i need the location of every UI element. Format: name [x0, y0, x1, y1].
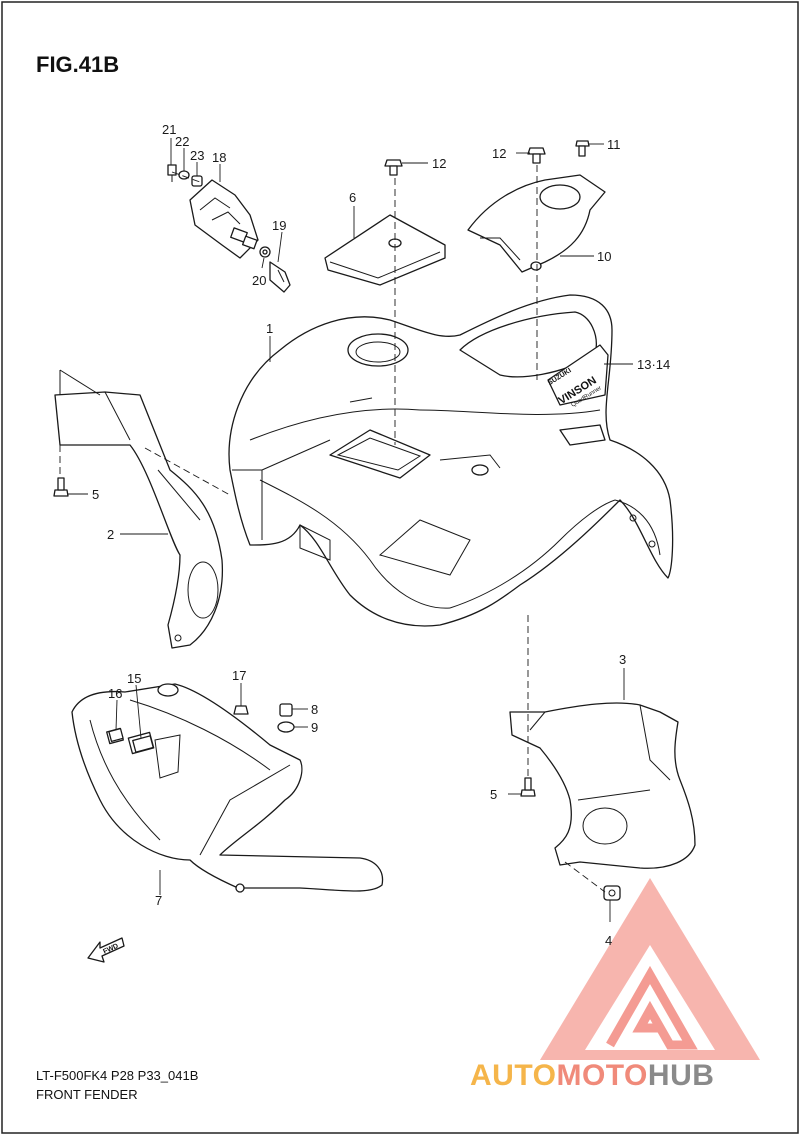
callout-10: 10	[597, 249, 611, 264]
callout-17: 17	[232, 668, 246, 683]
part-5-screw-left	[53, 477, 69, 497]
part-19-clip	[269, 261, 291, 293]
part-7-front-guard	[71, 683, 384, 893]
callout-20: 20	[252, 273, 266, 288]
part-12-screw-left	[384, 159, 403, 176]
part-8-collar	[279, 703, 293, 717]
callout-1: 1	[266, 321, 273, 336]
callout-13-14: 13·14	[637, 357, 670, 372]
callout-2: 2	[107, 527, 114, 542]
callout-12-right: 12	[492, 146, 506, 161]
part-9-grommet	[277, 721, 295, 733]
callout-19: 19	[272, 218, 286, 233]
callout-9: 9	[311, 720, 318, 735]
part-20-grommet	[259, 246, 271, 258]
part-16-clip	[108, 727, 124, 743]
watermark-part-hub: HUB	[648, 1059, 715, 1092]
fwd-arrow-icon: FWD	[87, 937, 125, 963]
callout-15: 15	[127, 671, 141, 686]
part-17-nut	[233, 705, 249, 715]
callout-leaders	[68, 138, 633, 922]
callout-22: 22	[175, 134, 189, 149]
part-5-screw-right	[520, 777, 536, 797]
part-1-front-fender	[228, 294, 674, 627]
callout-3: 3	[619, 652, 626, 667]
callout-18: 18	[212, 150, 226, 165]
callout-7: 7	[155, 893, 162, 908]
assembly-line-4	[564, 861, 606, 893]
fwd-arrow-text: FWD	[102, 943, 119, 956]
callout-11: 11	[607, 137, 621, 152]
watermark-wordmark: AUTOMOTOHUB	[470, 1059, 714, 1092]
callout-6: 6	[349, 190, 356, 205]
part-3-right-mudflap	[509, 702, 696, 869]
part-11-screw	[575, 140, 590, 157]
callout-8: 8	[311, 702, 318, 717]
figure-title: FIG.41B	[36, 52, 119, 77]
callout-4: 4	[605, 933, 612, 948]
callout-12-left: 12	[432, 156, 446, 171]
part-10-top-cover	[467, 174, 606, 273]
callout-5-right: 5	[490, 787, 497, 802]
model-code: LT-F500FK4 P28 P33_041B	[36, 1068, 198, 1083]
figure-caption: FRONT FENDER	[36, 1087, 138, 1102]
part-12-screw-right	[527, 147, 546, 164]
part-4-nut	[603, 885, 621, 901]
callout-23: 23	[190, 148, 204, 163]
watermark-logo	[540, 878, 760, 1060]
watermark-part-moto: MOTO	[556, 1059, 647, 1092]
assembly-line-2	[144, 447, 231, 496]
part-6-lid	[324, 214, 446, 286]
callout-5-left: 5	[92, 487, 99, 502]
assembly-line-18	[171, 171, 201, 183]
part-2-left-mudflap	[54, 369, 224, 649]
part-15-clip	[132, 735, 154, 753]
callout-21: 21	[162, 122, 176, 137]
part-18-bracket	[189, 179, 259, 259]
callout-16: 16	[108, 686, 122, 701]
watermark-part-auto: AUTO	[470, 1059, 556, 1092]
part-21-bolt	[167, 164, 177, 182]
watermark-g-mark	[606, 965, 698, 1050]
